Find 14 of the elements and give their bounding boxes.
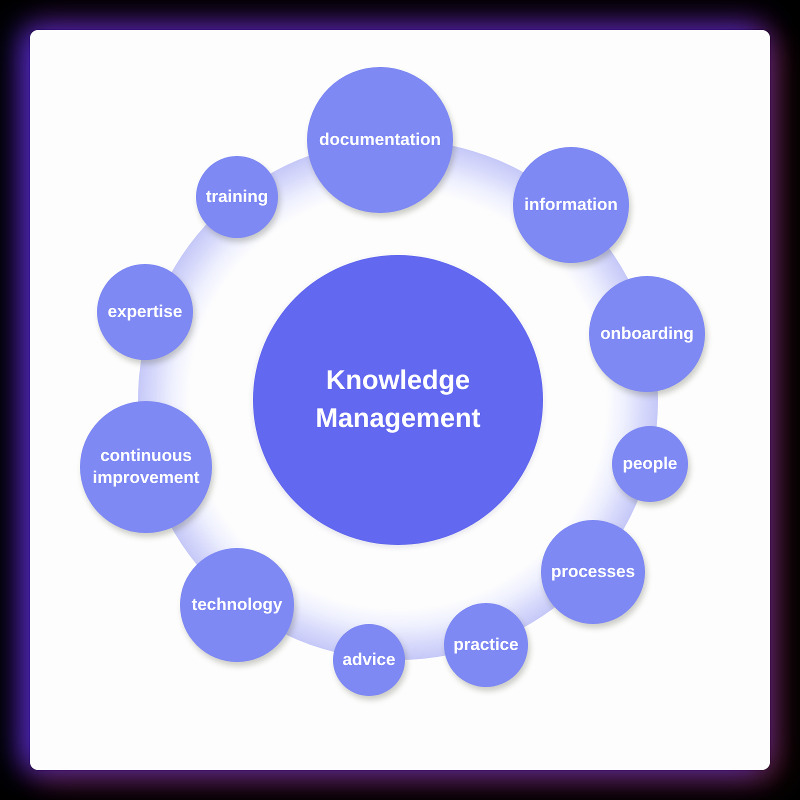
hub-label: Knowledge Management: [314, 364, 482, 435]
topic-circle: [612, 426, 688, 502]
topic-label: technology: [192, 594, 282, 616]
topic-label: documentation: [319, 128, 441, 151]
topic-label: processes: [550, 560, 636, 583]
topic-label: people: [622, 452, 678, 475]
topic-label: continuous improvement: [92, 444, 200, 489]
topic-circle: [196, 156, 278, 238]
topic-label: training: [206, 186, 268, 208]
topic-label: onboarding: [600, 322, 694, 345]
topic-label: expertise: [108, 300, 182, 323]
topic-label: practice: [453, 634, 519, 656]
topic-label: information: [524, 194, 618, 216]
topic-label: advice: [342, 648, 396, 671]
